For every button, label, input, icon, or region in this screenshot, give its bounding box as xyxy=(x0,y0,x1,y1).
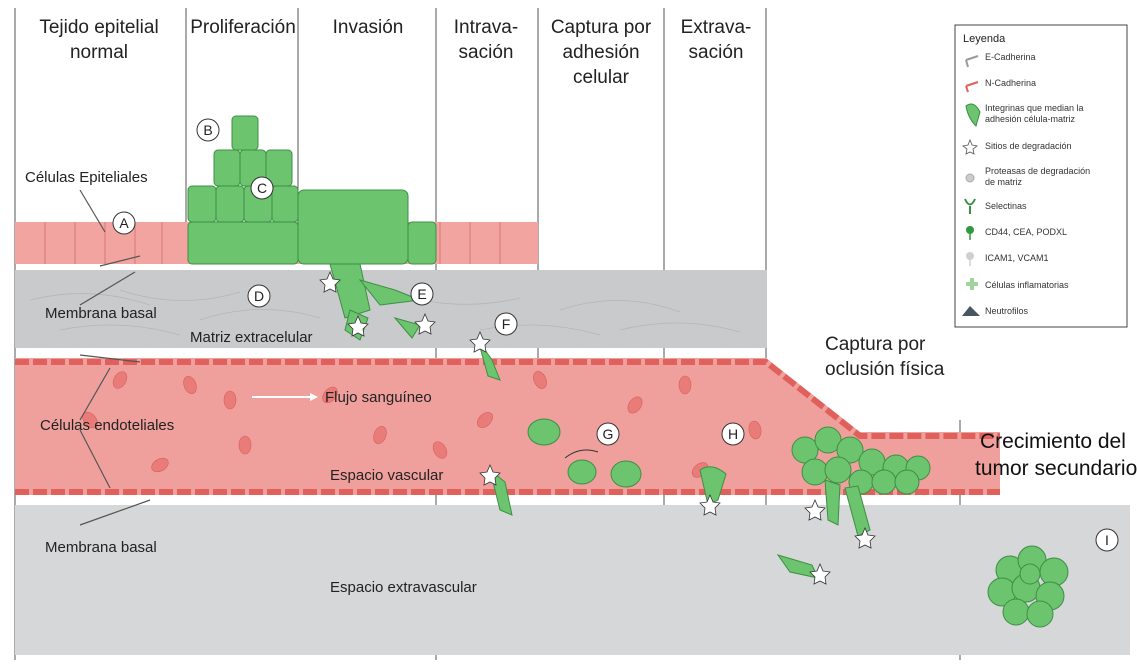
svg-text:B: B xyxy=(203,122,212,138)
legend-icam: ICAM1, VCAM1 xyxy=(985,253,1049,263)
legend-degradation: Sitios de degradación xyxy=(985,141,1072,151)
marker-b: B xyxy=(197,119,219,141)
svg-text:F: F xyxy=(502,316,511,332)
cd44-icon xyxy=(966,226,974,234)
heading-intravasation-2: sación xyxy=(459,42,514,63)
svg-text:E: E xyxy=(417,286,426,302)
protease-icon xyxy=(966,174,974,182)
marker-g: G xyxy=(597,423,619,445)
label-endothelial-cells: Células endoteliales xyxy=(40,417,174,434)
heading-normal-tissue-2: normal xyxy=(70,42,128,63)
label-vascular-space: Espacio vascular xyxy=(330,467,443,484)
label-basal-membrane-top: Membrana basal xyxy=(45,305,157,322)
legend-neutrophils: Neutrofilos xyxy=(985,306,1029,316)
legend-ncadherin: N-Cadherina xyxy=(985,78,1036,88)
heading-extravasation-2: sación xyxy=(689,42,744,63)
label-physical-occlusion-1: Captura por xyxy=(825,334,926,355)
marker-a: A xyxy=(113,212,135,234)
heading-adhesion-capture-1: Captura por xyxy=(551,17,652,38)
heading-adhesion-capture-3: celular xyxy=(573,67,630,88)
marker-f: F xyxy=(495,313,517,335)
svg-text:G: G xyxy=(603,426,614,442)
marker-h: H xyxy=(722,423,744,445)
label-secondary-tumor-1: Crecimiento del xyxy=(980,430,1126,453)
legend-selectins: Selectinas xyxy=(985,201,1027,211)
marker-e: E xyxy=(411,283,433,305)
heading-intravasation-1: Intrava- xyxy=(454,17,518,38)
legend-ecadherin: E-Cadherina xyxy=(985,52,1036,62)
legend-proteases-1: Proteasas de degradación xyxy=(985,166,1090,176)
svg-text:D: D xyxy=(254,288,264,304)
legend-proteases-2: de matriz xyxy=(985,177,1023,187)
legend-integrins-2: adhesión célula-matriz xyxy=(985,114,1076,124)
heading-extravasation-1: Extrava- xyxy=(681,17,752,38)
icam-icon xyxy=(966,252,974,260)
svg-text:H: H xyxy=(728,426,738,442)
legend-inflammatory: Células inflamatorias xyxy=(985,280,1069,290)
label-extracellular-matrix: Matriz extracelular xyxy=(190,329,313,346)
marker-c: C xyxy=(251,177,273,199)
label-blood-flow: Flujo sanguíneo xyxy=(325,389,432,406)
legend-title: Leyenda xyxy=(963,33,1006,45)
legend-integrins-1: Integrinas que median la xyxy=(985,103,1084,113)
label-extravascular-space: Espacio extravascular xyxy=(330,579,477,596)
legend: Leyenda E-Cadherina N-Cadherina Integrin… xyxy=(955,25,1127,327)
svg-text:I: I xyxy=(1105,532,1109,548)
label-physical-occlusion-2: oclusión física xyxy=(825,359,945,380)
heading-normal-tissue-1: Tejido epitelial xyxy=(39,17,158,38)
svg-text:A: A xyxy=(119,215,129,231)
label-secondary-tumor-2: tumor secundario xyxy=(975,457,1137,480)
marker-i: I xyxy=(1096,529,1118,551)
legend-cd44: CD44, CEA, PODXL xyxy=(985,227,1067,237)
heading-adhesion-capture-2: adhesión xyxy=(562,42,639,63)
label-basal-membrane-bottom: Membrana basal xyxy=(45,539,157,556)
svg-text:C: C xyxy=(257,180,267,196)
label-epithelial-cells: Células Epiteliales xyxy=(25,169,148,186)
heading-invasion: Invasión xyxy=(333,17,404,38)
heading-proliferation: Proliferación xyxy=(190,17,296,38)
marker-d: D xyxy=(248,285,270,307)
